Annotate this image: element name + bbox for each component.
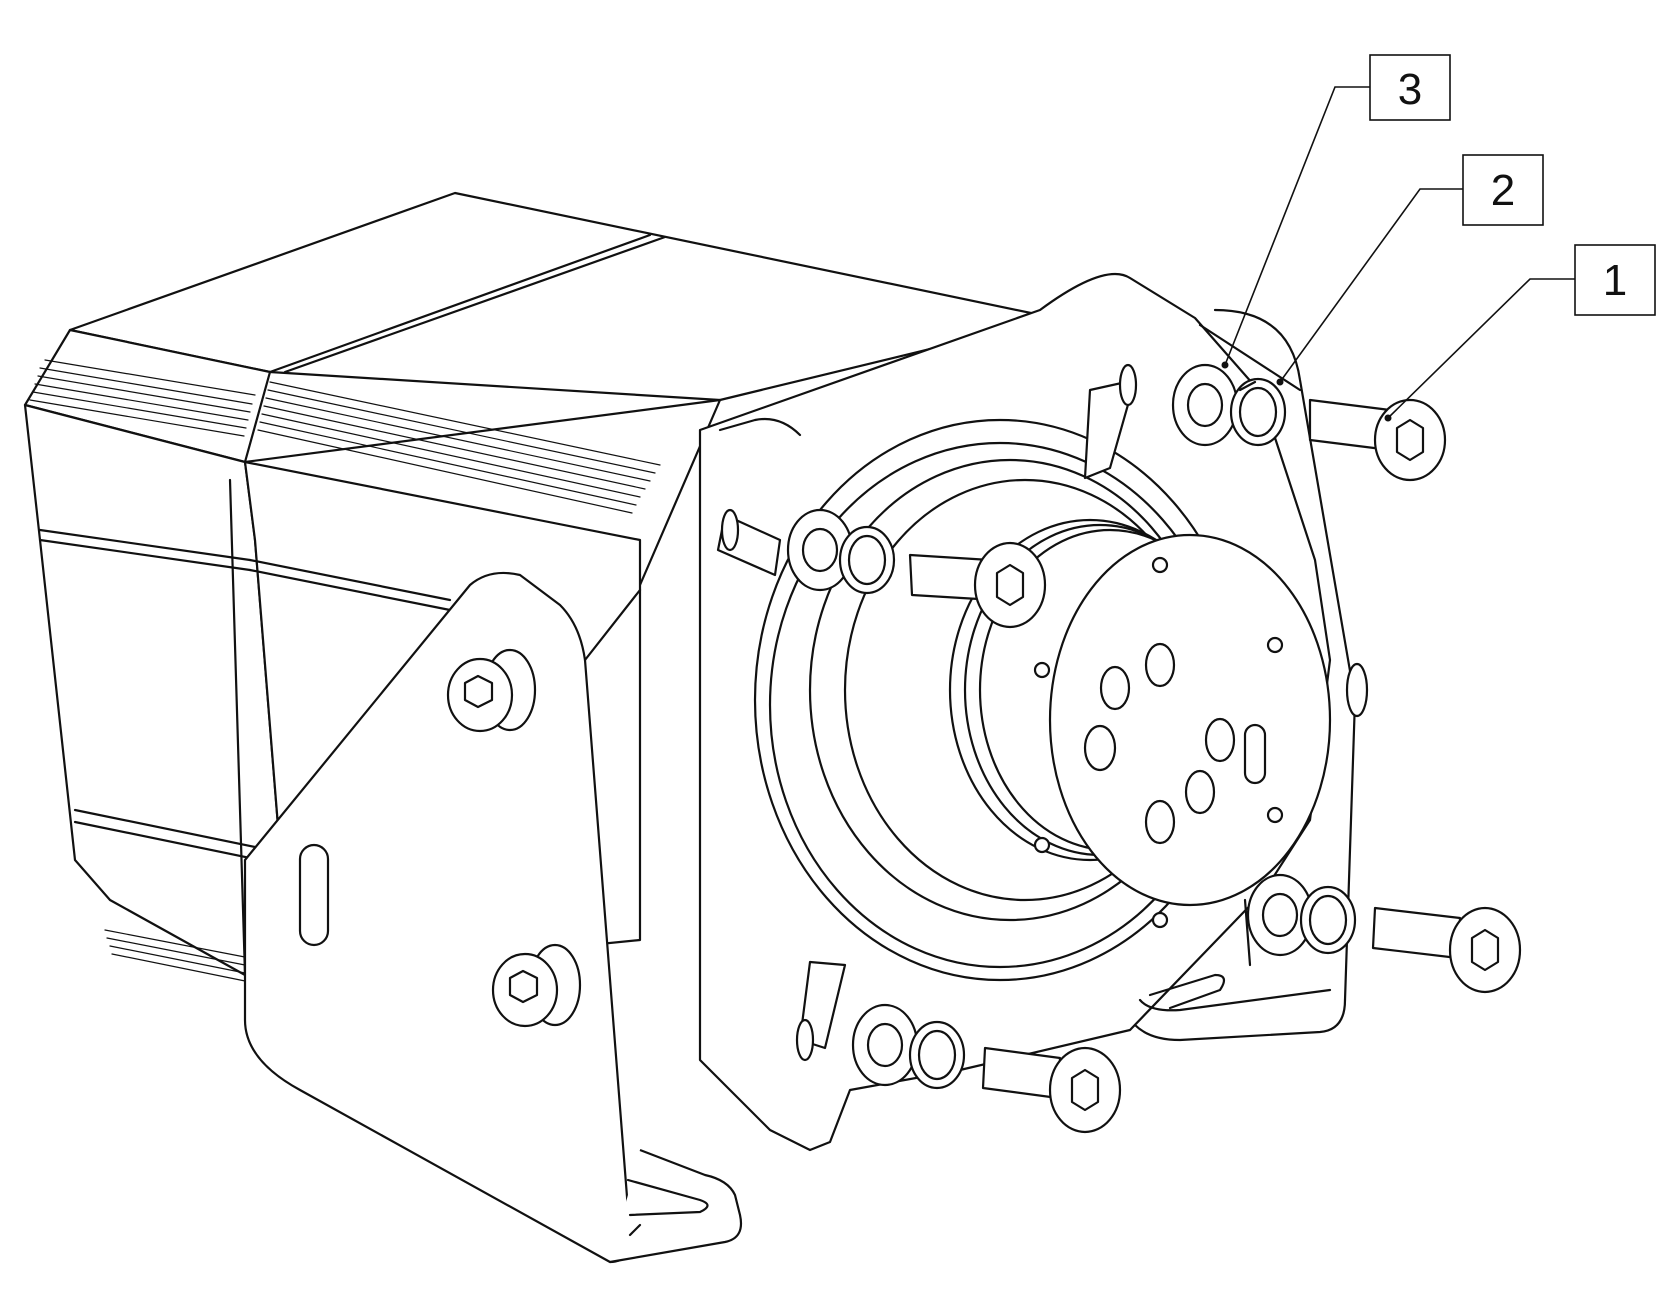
- bracket-slot: [298, 843, 330, 947]
- leader-line-2: [1279, 188, 1463, 383]
- cooling-fins-upper: [29, 359, 661, 514]
- leader-dot-2: [1276, 378, 1284, 386]
- callout-2: 2: [1276, 154, 1544, 386]
- slotted-tab-left: [716, 508, 782, 577]
- slotted-tab-lower: [795, 960, 847, 1062]
- callout-3: 3: [1221, 54, 1451, 369]
- bracket-bolt-lower: [491, 943, 582, 1028]
- callout-box-1: [1574, 244, 1656, 316]
- callout-label-1: 1: [1603, 256, 1627, 305]
- fastener-set-bottom: [851, 1003, 1122, 1134]
- leader-dot-3: [1221, 361, 1229, 369]
- bracket-foot: [609, 1148, 743, 1264]
- fastener-set-left: [786, 508, 1047, 629]
- callout-label-3: 3: [1398, 65, 1422, 114]
- slotted-tab-upper: [1083, 363, 1138, 480]
- callout-1: 1: [1384, 244, 1656, 422]
- callout-box-3: [1369, 54, 1451, 121]
- output-slot: [1243, 723, 1267, 785]
- cooling-fins-lower: [104, 929, 251, 983]
- bracket-bolt-upper: [446, 648, 537, 733]
- fastener-set-top-right: [1171, 363, 1447, 482]
- mounting-bracket: [243, 571, 743, 1264]
- leader-line-1: [1387, 278, 1575, 419]
- leader-dot-1: [1384, 414, 1392, 422]
- fastener-set-lower-right: [1246, 873, 1522, 994]
- output-face: [1048, 533, 1332, 907]
- side-frame: [1133, 308, 1369, 1042]
- output-flange: [1033, 533, 1332, 929]
- leader-line-3: [1224, 86, 1370, 366]
- callout-box-2: [1462, 154, 1544, 226]
- callout-label-2: 2: [1491, 166, 1515, 215]
